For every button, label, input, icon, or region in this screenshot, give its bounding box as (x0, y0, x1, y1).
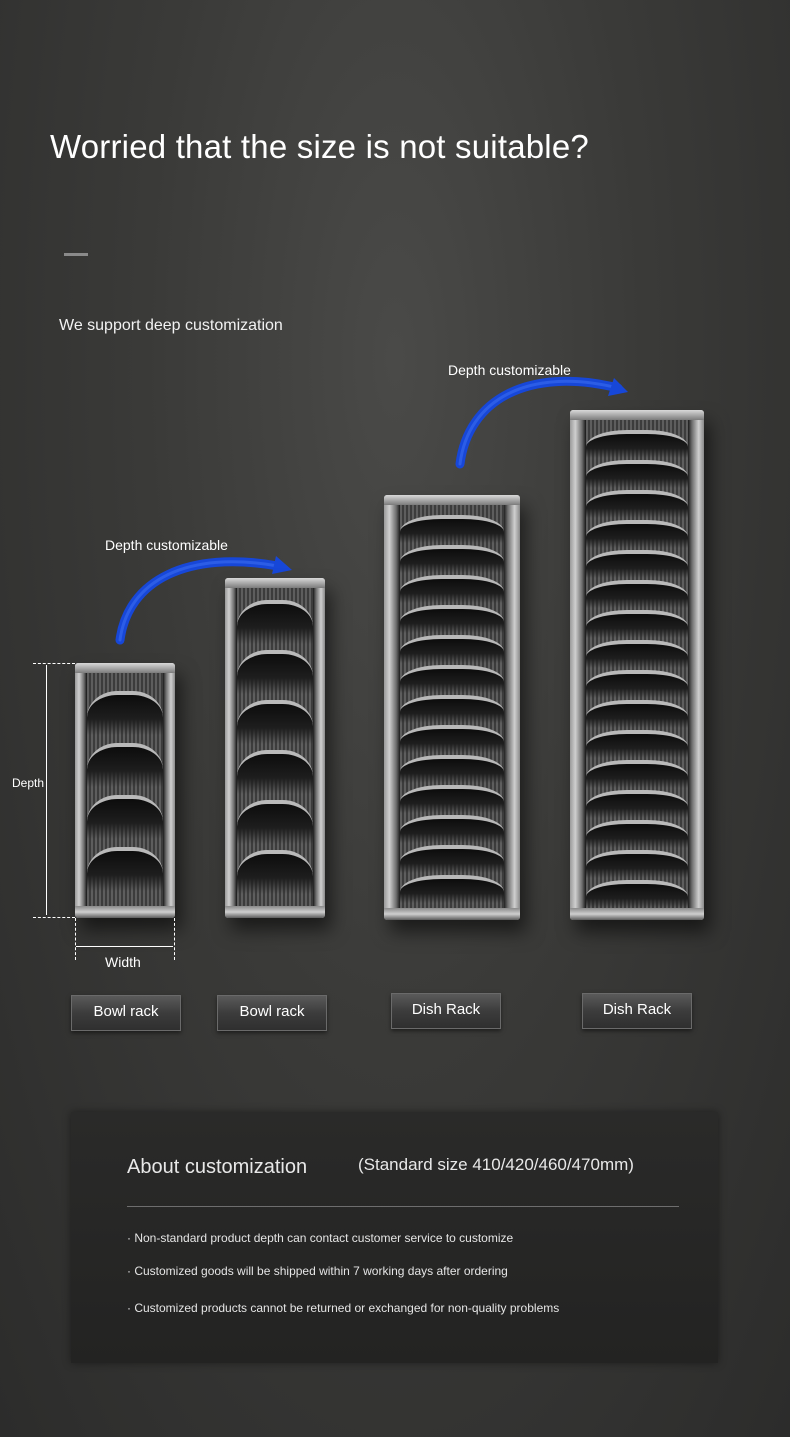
depth-customizable-label: Depth customizable (105, 537, 228, 553)
dish-rack-image (570, 410, 704, 920)
width-label: Width (105, 954, 141, 970)
customization-note: · Customized goods will be shipped withi… (127, 1264, 508, 1278)
depth-customizable-label: Depth customizable (448, 362, 571, 378)
dimension-guide (174, 918, 175, 960)
standard-size-note: (Standard size 410/420/460/470mm) (358, 1155, 634, 1174)
product-tag-dish-rack: Dish Rack (582, 993, 692, 1029)
bowl-rack-image (75, 663, 175, 918)
product-tag-bowl-rack: Bowl rack (217, 995, 327, 1031)
bowl-rack-image (225, 578, 325, 918)
depth-label: Depth (12, 776, 45, 790)
customization-note: · Non-standard product depth can contact… (127, 1231, 514, 1245)
dimension-guide (33, 663, 75, 664)
dish-rack-image (384, 495, 520, 920)
curved-arrow-icon (455, 376, 628, 469)
page-headline: Worried that the size is not suitable? (50, 128, 589, 165)
depth-dimension-line (46, 665, 47, 915)
customization-note: · Customized products cannot be returned… (127, 1301, 560, 1315)
width-dimension-line (76, 946, 173, 947)
about-title: About customization (127, 1156, 308, 1178)
page-subline: We support deep customization (59, 317, 283, 334)
dimension-guide (75, 918, 76, 960)
product-tag-bowl-rack: Bowl rack (71, 995, 181, 1031)
divider (127, 1206, 679, 1207)
product-tag-dish-rack: Dish Rack (391, 993, 501, 1029)
decorative-dash (64, 253, 88, 256)
dimension-guide (33, 917, 75, 918)
about-customization-panel: About customization (Standard size 410/4… (71, 1112, 718, 1363)
curved-arrow-icon (115, 556, 292, 645)
